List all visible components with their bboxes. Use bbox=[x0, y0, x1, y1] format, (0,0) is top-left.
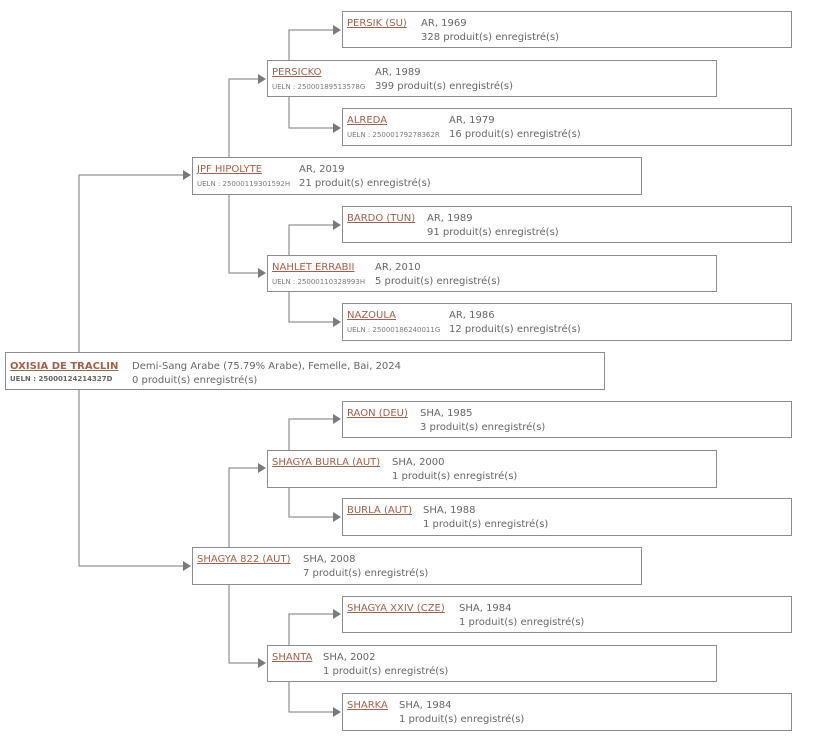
horse-name-link[interactable]: SHAGYA 822 (AUT) bbox=[197, 554, 291, 565]
horse-name-link[interactable]: PERSICKO bbox=[272, 67, 322, 78]
arrow-right-icon bbox=[78, 389, 191, 571]
arrow-right-icon bbox=[288, 487, 341, 522]
pedigree-node-sire: JPF HIPOLYTE UELN : 25000119301592H AR, … bbox=[192, 157, 642, 195]
ueln-label: UELN : 25000124214327D bbox=[10, 375, 113, 383]
products-count: 5 produit(s) enregistré(s) bbox=[375, 276, 501, 287]
products-count: 16 produit(s) enregistré(s) bbox=[449, 129, 581, 140]
horse-name-link[interactable]: JPF HIPOLYTE bbox=[197, 164, 263, 175]
horse-info: AR, 1969 bbox=[421, 18, 467, 29]
ueln-label: UELN : 25000186240011G bbox=[347, 326, 441, 334]
pedigree-node-sire-sire-dam: ALREDA UELN : 25000179278362R AR, 1979 1… bbox=[342, 108, 792, 146]
horse-name-link[interactable]: SHAGYA BURLA (AUT) bbox=[272, 457, 381, 468]
horse-name-link[interactable]: SHARKA bbox=[347, 700, 388, 711]
arrow-right-icon bbox=[228, 194, 266, 278]
horse-info: AR, 2019 bbox=[299, 164, 345, 175]
horse-name-link[interactable]: PERSIK (SU) bbox=[347, 18, 407, 29]
horse-info: AR, 2010 bbox=[375, 262, 421, 273]
ueln-label: UELN : 25000189513578G bbox=[272, 83, 366, 91]
products-count: 3 produit(s) enregistré(s) bbox=[420, 422, 546, 433]
arrow-right-icon bbox=[288, 681, 341, 717]
products-count: 1 produit(s) enregistré(s) bbox=[323, 666, 449, 677]
horse-info: SHA, 1984 bbox=[399, 700, 452, 711]
horse-name-link[interactable]: NAZOULA bbox=[347, 310, 397, 321]
horse-name-link[interactable]: SHAGYA XXIV (CZE) bbox=[347, 603, 445, 614]
horse-info: SHA, 1984 bbox=[459, 603, 512, 614]
pedigree-node-sire-dam: NAHLET ERRABII UELN : 25000110328993H AR… bbox=[267, 255, 717, 292]
products-count: 7 produit(s) enregistré(s) bbox=[303, 568, 429, 579]
arrow-right-icon bbox=[288, 25, 341, 61]
horse-info: SHA, 1988 bbox=[423, 505, 476, 516]
pedigree-node-sire-dam-dam: NAZOULA UELN : 25000186240011G AR, 1986 … bbox=[342, 303, 792, 341]
horse-name-link[interactable]: RAON (DEU) bbox=[347, 408, 408, 419]
arrow-right-icon bbox=[288, 96, 341, 133]
products-count: 21 produit(s) enregistré(s) bbox=[299, 178, 431, 189]
horse-info: Demi-Sang Arabe (75.79% Arabe), Femelle,… bbox=[132, 361, 402, 372]
ueln-label: UELN : 25000179278362R bbox=[347, 131, 440, 139]
arrow-right-icon bbox=[288, 291, 341, 327]
products-count: 328 produit(s) enregistré(s) bbox=[421, 32, 560, 43]
horse-name-link[interactable]: BURLA (AUT) bbox=[347, 505, 413, 516]
pedigree-node-dam-dam: SHANTA SHA, 2002 1 produit(s) enregistré… bbox=[267, 645, 717, 682]
arrow-right-icon bbox=[228, 74, 266, 158]
pedigree-node-dam-sire: SHAGYA BURLA (AUT) SHA, 2000 1 produit(s… bbox=[267, 450, 717, 488]
ueln-label: UELN : 25000110328993H bbox=[272, 278, 366, 286]
pedigree-node-dam-dam-dam: SHARKA SHA, 1984 1 produit(s) enregistré… bbox=[342, 693, 792, 731]
pedigree-node-sire-dam-sire: BARDO (TUN) AR, 1989 91 produit(s) enreg… bbox=[342, 206, 792, 243]
horse-info: SHA, 2000 bbox=[392, 457, 445, 468]
arrow-right-icon bbox=[288, 609, 341, 646]
products-count: 91 produit(s) enregistré(s) bbox=[427, 227, 559, 238]
pedigree-node-dam-sire-sire: RAON (DEU) SHA, 1985 3 produit(s) enregi… bbox=[342, 401, 792, 438]
horse-name-link[interactable]: ALREDA bbox=[347, 115, 388, 126]
arrow-right-icon bbox=[228, 584, 266, 668]
pedigree-node-sire-sire: PERSICKO UELN : 25000189513578G AR, 1989… bbox=[267, 60, 717, 97]
horse-name-link[interactable]: OXISIA DE TRACLIN bbox=[10, 361, 119, 372]
arrow-right-icon bbox=[288, 220, 341, 256]
horse-name-link[interactable]: SHANTA bbox=[272, 652, 313, 663]
horse-info: SHA, 1985 bbox=[420, 408, 473, 419]
products-count: 1 produit(s) enregistré(s) bbox=[459, 617, 585, 628]
products-count: 1 produit(s) enregistré(s) bbox=[423, 519, 549, 530]
ueln-label: UELN : 25000119301592H bbox=[197, 180, 291, 188]
horse-info: AR, 1989 bbox=[427, 213, 473, 224]
horse-info: SHA, 2002 bbox=[323, 652, 376, 663]
horse-info: AR, 1989 bbox=[375, 67, 421, 78]
pedigree-node-sire-sire-sire: PERSIK (SU) AR, 1969 328 produit(s) enre… bbox=[342, 11, 792, 48]
horse-name-link[interactable]: BARDO (TUN) bbox=[347, 213, 416, 224]
horse-info: SHA, 2008 bbox=[303, 554, 356, 565]
pedigree-node-root: OXISIA DE TRACLIN UELN : 25000124214327D… bbox=[5, 352, 605, 390]
horse-info: AR, 1979 bbox=[449, 115, 495, 126]
arrow-right-icon bbox=[78, 170, 191, 352]
products-count: 12 produit(s) enregistré(s) bbox=[449, 324, 581, 335]
products-count: 1 produit(s) enregistré(s) bbox=[399, 714, 525, 725]
arrow-right-icon bbox=[288, 414, 341, 451]
pedigree-node-dam-sire-dam: BURLA (AUT) SHA, 1988 1 produit(s) enreg… bbox=[342, 498, 792, 536]
products-count: 399 produit(s) enregistré(s) bbox=[375, 81, 514, 92]
pedigree-node-dam: SHAGYA 822 (AUT) SHA, 2008 7 produit(s) … bbox=[192, 547, 642, 585]
products-count: 1 produit(s) enregistré(s) bbox=[392, 471, 518, 482]
horse-info: AR, 1986 bbox=[449, 310, 495, 321]
pedigree-node-dam-dam-sire: SHAGYA XXIV (CZE) SHA, 1984 1 produit(s)… bbox=[342, 596, 792, 633]
arrow-right-icon bbox=[228, 463, 266, 548]
horse-name-link[interactable]: NAHLET ERRABII bbox=[272, 262, 355, 273]
products-count: 0 produit(s) enregistré(s) bbox=[132, 375, 258, 386]
